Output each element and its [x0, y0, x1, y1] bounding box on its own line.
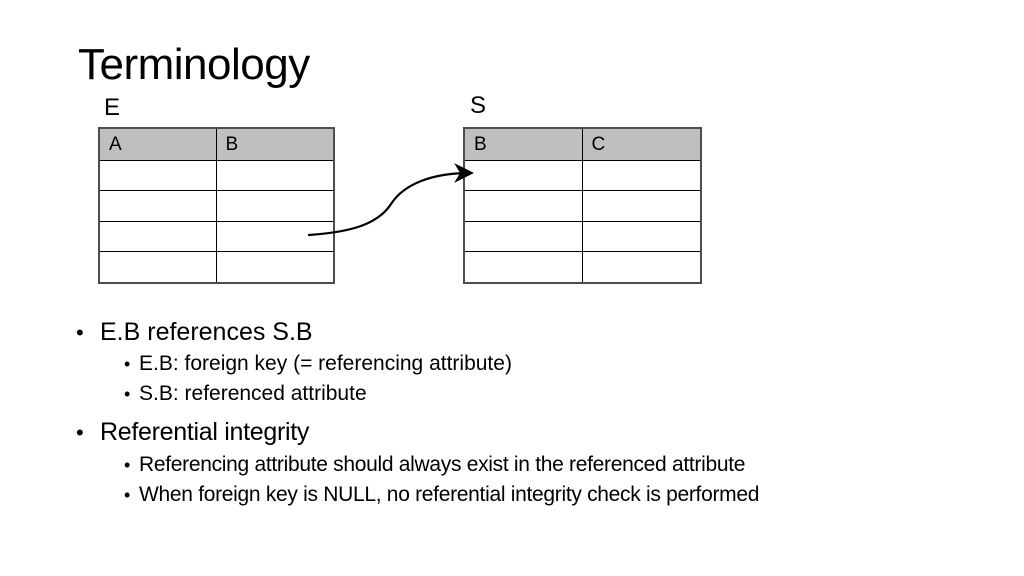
table-e-cell [100, 191, 217, 222]
table-s-header-c: C [582, 129, 700, 161]
bullet-text: S.B: referenced attribute [139, 382, 367, 405]
table-e-cell [100, 221, 217, 252]
table-e-label: E [104, 94, 121, 121]
bullet-dot-icon: • [124, 485, 131, 505]
bullet-item: • E.B: foreign key (= referencing attrib… [76, 349, 976, 379]
bullet-dot-icon: • [76, 320, 84, 345]
bullet-item: • Referencing attribute should always ex… [76, 450, 976, 480]
slide-title: Terminology [78, 40, 310, 89]
bullet-text: E.B: foreign key (= referencing attribut… [139, 352, 512, 375]
bullet-dot-icon: • [124, 384, 131, 404]
bullet-text: E.B references S.B [100, 318, 313, 346]
bullet-item: • E.B references S.B [76, 316, 976, 349]
table-s-label: S [470, 92, 487, 119]
table-s-cell [465, 161, 583, 192]
table-e-cell [216, 222, 333, 252]
table-s-cell [582, 161, 700, 192]
table-e-cell [100, 161, 217, 192]
bullet-list: • E.B references S.B • E.B: foreign key … [76, 316, 976, 510]
table-s-cell [465, 251, 583, 282]
table-e-cell [216, 161, 333, 192]
bullet-item: • S.B: referenced attribute [76, 379, 976, 409]
table-s-cell [583, 252, 701, 282]
entity-table-s: B C [463, 127, 702, 284]
table-e-header-b: B [216, 129, 333, 161]
table-e-cell [100, 251, 217, 282]
table-e-header-a: A [100, 129, 217, 161]
bullet-dot-icon: • [76, 420, 84, 445]
bullet-text: Referential integrity [100, 418, 310, 446]
table-e-cell [216, 191, 333, 222]
bullet-item: • When foreign key is NULL, no referenti… [76, 480, 976, 510]
table-s-cell [465, 221, 583, 252]
table-s-cell [582, 191, 700, 222]
bullet-text: When foreign key is NULL, no referential… [139, 483, 760, 506]
bullet-dot-icon: • [124, 354, 131, 374]
table-s-cell [582, 222, 700, 252]
bullet-text: Referencing attribute should always exis… [139, 453, 746, 476]
table-s-header-b: B [465, 129, 583, 161]
entity-table-e: A B [98, 127, 335, 284]
table-s-cell [465, 191, 583, 222]
bullet-dot-icon: • [124, 455, 131, 475]
bullet-item: • Referential integrity [76, 415, 976, 450]
table-e-cell [217, 252, 334, 282]
